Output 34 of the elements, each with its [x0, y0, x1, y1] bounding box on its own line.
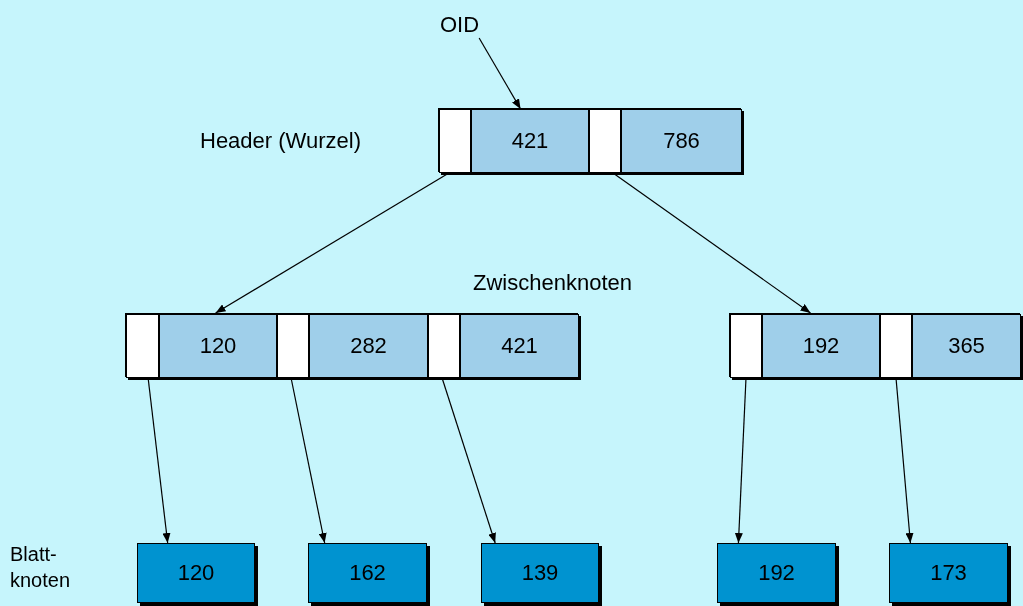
node-caption: Header (Wurzel): [200, 128, 361, 154]
pointer-cell: [126, 314, 159, 378]
pointer-cell: [589, 109, 621, 173]
leaf-node: 120: [137, 543, 255, 603]
pointer-cell: [730, 314, 762, 378]
pointer-cell: [880, 314, 912, 378]
key-cell: 421: [471, 109, 589, 173]
key-cell: 192: [762, 314, 880, 378]
arrow: [612, 172, 812, 314]
arrow: [478, 37, 522, 110]
node-label: OID: [440, 12, 480, 38]
pointer-cell: [439, 109, 471, 173]
arrow: [441, 377, 496, 544]
pointer-cell: [277, 314, 309, 378]
key-cell: 282: [309, 314, 428, 378]
arrow: [895, 377, 914, 544]
key-cell: 786: [621, 109, 742, 173]
index-node: [125, 313, 578, 377]
arrow: [147, 377, 171, 544]
key-cell: 365: [912, 314, 1021, 378]
level-label: Blatt- knoten: [10, 542, 72, 593]
index-node: [729, 313, 1020, 377]
index-node: [438, 108, 741, 172]
arrow: [215, 172, 450, 314]
leaf-node: 162: [308, 543, 427, 603]
leaf-node: 192: [717, 543, 836, 603]
leaf-node: 139: [481, 543, 599, 603]
key-cell: 120: [159, 314, 277, 378]
arrow: [734, 377, 747, 544]
key-cell: 421: [460, 314, 579, 378]
pointer-cell: [428, 314, 460, 378]
level-label: Zwischenknoten: [473, 270, 632, 296]
leaf-node: 173: [889, 543, 1008, 603]
arrow: [290, 377, 327, 544]
